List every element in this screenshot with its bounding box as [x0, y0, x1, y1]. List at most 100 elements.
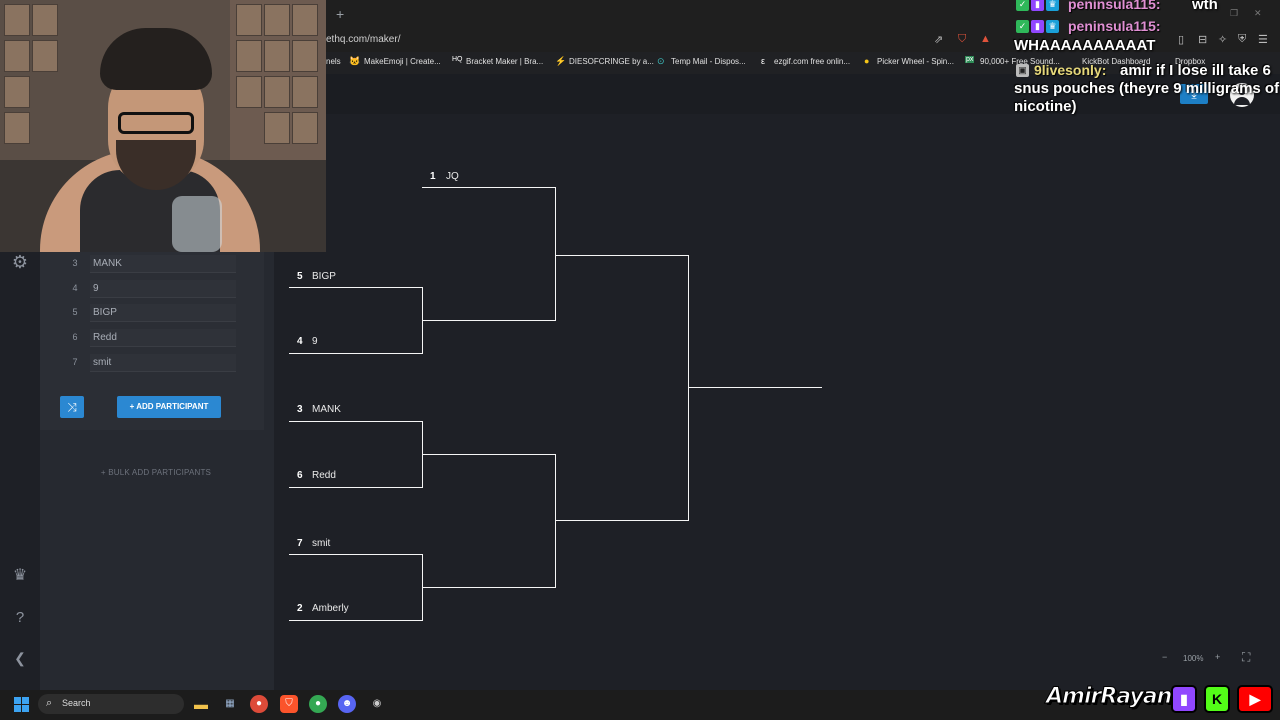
menu-icon[interactable]: ☰ — [1258, 34, 1268, 46]
chat-overlay: ✓ ▮ ♛ peninsula115: wth ✓ ▮ ♛ peninsula1… — [1014, 0, 1280, 120]
bracket-team-name[interactable]: smit — [312, 538, 331, 549]
bracket-seed: 1 — [430, 171, 436, 182]
bracket-seed: 4 — [297, 336, 303, 347]
bookmark-favicon-icon: ● — [864, 56, 870, 66]
sub-badge-icon: ▮ — [1031, 0, 1044, 11]
share-icon[interactable]: ⇗ — [934, 34, 944, 46]
shuffle-button[interactable]: ⤨ — [60, 396, 84, 418]
tab-search-icon[interactable]: ⊟ — [1198, 34, 1208, 46]
bracket-team-name[interactable]: BIGP — [312, 271, 336, 282]
bracket-line — [289, 620, 423, 621]
bracket-line — [422, 587, 556, 588]
verified-badge-icon: ✓ — [1016, 0, 1029, 11]
bracket-seed: 7 — [297, 538, 303, 549]
bracket-line — [688, 387, 822, 388]
bookmark-item[interactable]: ezgif.com free onlin... — [774, 57, 851, 66]
water-bottle — [172, 196, 222, 252]
participant-name-input[interactable]: BIGP — [90, 304, 236, 322]
participant-name-input[interactable]: 9 — [90, 280, 236, 298]
add-participant-button[interactable]: + ADD PARTICIPANT — [117, 396, 221, 418]
help-icon[interactable]: ? — [15, 609, 25, 626]
bookmark-item[interactable]: Bracket Maker | Bra... — [466, 57, 544, 66]
bracket-team-name[interactable]: Amberly — [312, 603, 349, 614]
bracket-line — [688, 255, 689, 521]
bracket-line — [289, 421, 423, 422]
chrome-profile-icon[interactable]: ● — [309, 695, 327, 713]
crown-icon[interactable]: ♛ — [12, 567, 28, 584]
wall-poster — [264, 112, 290, 144]
bookmark-item[interactable]: nels — [326, 57, 341, 66]
bookmark-favicon-icon: ⚡ — [555, 56, 567, 66]
participant-row: 6 Redd — [68, 329, 236, 347]
participant-seed: 3 — [72, 258, 78, 268]
wall-poster — [4, 4, 30, 36]
zoom-in-button[interactable]: + — [1215, 652, 1221, 662]
rewards-icon[interactable]: ▲ — [980, 33, 991, 45]
discord-icon[interactable]: ☻ — [338, 695, 356, 713]
collapse-chevron-icon[interactable]: ❮ — [14, 650, 26, 666]
prime-badge-icon: ♛ — [1046, 20, 1059, 33]
brave-shield-icon[interactable]: ⛉ — [958, 33, 967, 45]
user-avatar[interactable] — [1230, 83, 1254, 107]
participant-seed: 7 — [72, 357, 78, 367]
taskbar-search[interactable]: ⌕ Search — [38, 694, 184, 714]
participant-row: 7 smit — [68, 354, 236, 372]
bookmark-item[interactable]: Picker Wheel - Spin... — [877, 57, 954, 66]
close-window-icon[interactable]: ✕ — [1254, 8, 1262, 18]
vpn-icon[interactable]: ⛨ — [1238, 33, 1247, 45]
bookmark-item[interactable]: Temp Mail - Dispos... — [671, 57, 746, 66]
verified-badge-icon: ✓ — [1016, 20, 1029, 33]
search-icon: ⌕ — [46, 697, 53, 709]
participant-seed: 6 — [72, 332, 78, 342]
streamer-hair — [100, 28, 212, 90]
file-explorer-icon[interactable]: ▬ — [194, 696, 208, 712]
twitch-icon: ▮ — [1171, 685, 1197, 713]
bracket-line — [422, 454, 556, 455]
restore-window-icon[interactable]: ❐ — [1230, 8, 1239, 18]
bookmark-item[interactable]: 90,000+ Free Sound... — [980, 57, 1060, 66]
wall-poster — [4, 40, 30, 72]
chat-username: 9livesonly: — [1034, 62, 1107, 78]
url-text[interactable]: ethq.com/maker/ — [326, 34, 401, 45]
save-download-button[interactable]: ⤓ — [1180, 84, 1208, 104]
extensions-icon[interactable]: ✧ — [1218, 34, 1228, 46]
chat-username: peninsula115: — [1068, 0, 1161, 12]
participant-name-input[interactable]: MANK — [90, 255, 236, 273]
sidebar-toggle-icon[interactable]: ▯ — [1178, 34, 1185, 46]
bracket-team-name[interactable]: Redd — [312, 470, 336, 481]
bracket-seed: 6 — [297, 470, 303, 481]
bracket-team-name[interactable]: MANK — [312, 404, 341, 415]
streamer-name: AmirRayani — [1046, 684, 1180, 710]
fullscreen-icon[interactable]: ⛶ — [1242, 650, 1251, 664]
bracket-seed: 3 — [297, 404, 303, 415]
bookmark-item[interactable]: MakeEmoji | Create... — [364, 57, 441, 66]
obs-icon[interactable]: ◉ — [372, 698, 382, 709]
zoom-out-button[interactable]: − — [1162, 652, 1168, 662]
bracket-line — [555, 520, 689, 521]
calculator-icon[interactable]: ▦ — [225, 698, 235, 709]
bracket-team-name[interactable]: JQ — [446, 171, 459, 182]
bracket-line — [422, 187, 556, 188]
bulk-add-participants-link[interactable]: + BULK ADD PARTICIPANTS — [100, 468, 212, 477]
chrome-icon[interactable]: ● — [250, 695, 268, 713]
brave-icon[interactable]: ⛉ — [280, 695, 298, 713]
bracket-line — [555, 255, 689, 256]
bracket-line — [289, 287, 423, 288]
participant-name-input[interactable]: Redd — [90, 329, 236, 347]
bracket-line — [422, 320, 556, 321]
bookmark-item[interactable]: Dropbox — [1175, 57, 1206, 66]
webcam-overlay — [0, 0, 326, 252]
new-tab-button[interactable]: + — [336, 6, 345, 22]
bookmark-item[interactable]: KickBot Dashboard — [1082, 57, 1151, 66]
windows-logo-pane — [22, 705, 29, 712]
settings-gear-icon[interactable]: ⚙ — [11, 252, 29, 272]
bookmark-favicon-icon: px — [965, 56, 975, 63]
bookmark-item[interactable]: DIESOFCRINGE by a... — [569, 57, 654, 66]
streamer-watermark: AmirRayani ▮ K ▶ — [1046, 682, 1280, 720]
participant-name-input[interactable]: smit — [90, 354, 236, 372]
windows-start-icon[interactable] — [14, 697, 30, 713]
chat-message: wth — [1192, 0, 1218, 13]
chat-message: WHAAAAAAAAAAT — [1014, 37, 1156, 54]
bracket-team-name[interactable]: 9 — [312, 336, 318, 347]
kick-icon: K — [1204, 685, 1230, 713]
